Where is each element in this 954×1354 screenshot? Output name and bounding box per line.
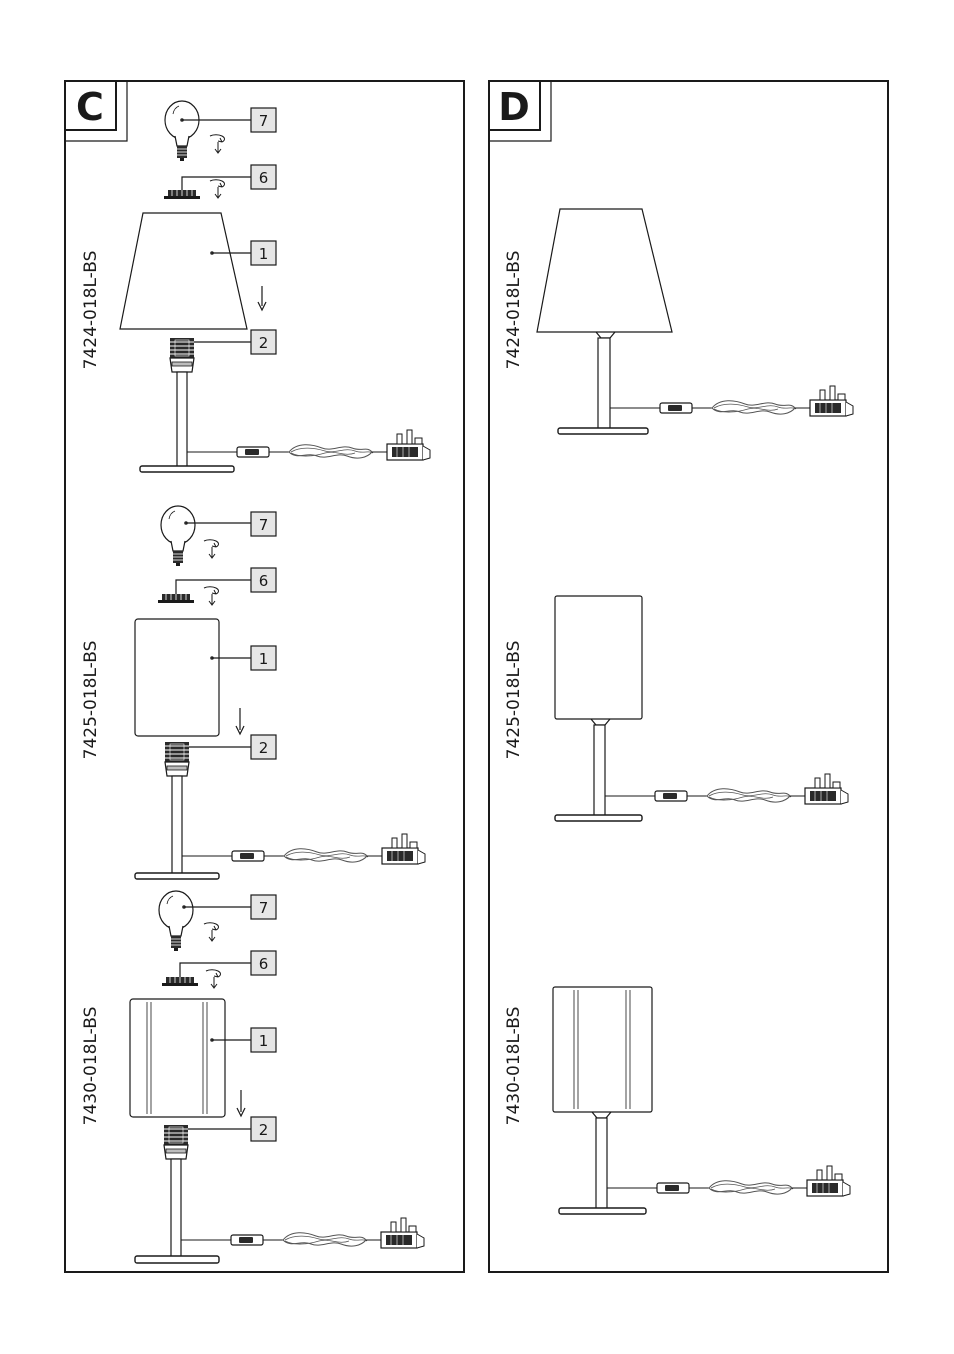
callout-1 (250, 645, 277, 671)
panel-d-lamp-7424: 7424-018L-BS (504, 208, 854, 435)
svg-text:1: 1 (259, 1032, 269, 1050)
panel-c-letter: C (76, 85, 104, 129)
model-label: 7430-018L-BS (504, 1007, 524, 1126)
svg-text:2: 2 (259, 334, 269, 352)
callout-2 (250, 734, 277, 760)
panel-c-frame (64, 80, 465, 1273)
callout-2 (250, 329, 277, 355)
shade-tapered (119, 212, 248, 330)
panel-c-label-box: C (64, 80, 128, 142)
model-label: 7425-018L-BS (81, 641, 101, 760)
panel-d-lamp-7430: 7430-018L-BS (504, 986, 851, 1215)
callout-2 (250, 1116, 277, 1142)
shade-fluted (552, 986, 653, 1113)
panel-d-frame (488, 80, 889, 1273)
ring-nut-icon (161, 976, 199, 987)
svg-text:1: 1 (259, 650, 269, 668)
model-label: 7425-018L-BS (504, 641, 524, 760)
svg-text:7: 7 (259, 112, 269, 130)
ring-nut-icon (157, 593, 195, 604)
bulb-icon (160, 505, 196, 567)
callout-7 (250, 511, 277, 537)
callout-6 (250, 950, 277, 976)
svg-text:1: 1 (259, 245, 269, 263)
socket-icon (163, 1124, 189, 1160)
svg-text:7: 7 (259, 899, 269, 917)
panel-d-label-box: D (488, 80, 552, 142)
svg-text:7: 7 (259, 516, 269, 534)
callout-6 (250, 164, 277, 190)
svg-text:2: 2 (259, 1121, 269, 1139)
callout-1 (250, 1027, 277, 1053)
panel-c-lamp-7424: 7424-018L-BS 7 6 1 2 (81, 100, 431, 473)
ring-nut-icon (163, 189, 201, 200)
panel-c-lamp-7425: 7425-018L-BS 7 6 1 2 (81, 505, 426, 880)
callout-6 (250, 567, 277, 593)
panel-d-lamp-7425: 7425-018L-BS (504, 595, 849, 822)
svg-text:6: 6 (259, 169, 269, 187)
model-label: 7424-018L-BS (81, 251, 101, 370)
shade-cylinder (554, 595, 643, 720)
model-label: 7430-018L-BS (81, 1007, 101, 1126)
bulb-icon (158, 890, 194, 952)
svg-text:2: 2 (259, 739, 269, 757)
svg-text:6: 6 (259, 955, 269, 973)
socket-icon (164, 741, 190, 777)
shade-cylinder (134, 618, 220, 737)
callout-1 (250, 240, 277, 266)
svg-text:6: 6 (259, 572, 269, 590)
bulb-icon (164, 100, 200, 162)
callout-7 (250, 894, 277, 920)
callout-7 (250, 107, 277, 133)
model-label: 7424-018L-BS (504, 251, 524, 370)
panel-d-letter: D (498, 85, 530, 129)
shade-fluted (129, 998, 226, 1118)
panel-c-lamp-7430: 7430-018L-BS 7 6 1 2 (81, 890, 425, 1264)
shade-tapered (536, 208, 673, 333)
socket-icon (169, 337, 195, 373)
